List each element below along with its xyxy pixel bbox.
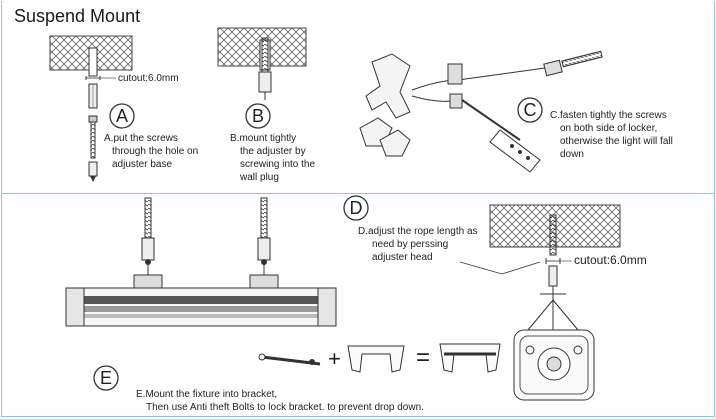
step-c-letter: C bbox=[523, 100, 537, 120]
equals-sign: = bbox=[416, 344, 431, 371]
step-b-illustration bbox=[217, 27, 307, 100]
step-c-marker bbox=[517, 97, 543, 123]
step-c-text-line4: down bbox=[560, 149, 584, 160]
step-d-text-line3: adjuster head bbox=[372, 252, 433, 263]
screw-head-a bbox=[88, 115, 98, 123]
bracket-part-e bbox=[347, 345, 405, 373]
drilled-hole-a bbox=[88, 47, 98, 77]
screw-c bbox=[561, 50, 603, 68]
adjuster-base-a bbox=[88, 161, 98, 177]
step-b-letter: B bbox=[251, 106, 264, 126]
step-b-text-line3: screwing into the bbox=[240, 159, 316, 170]
step-c-text-line2: on both side of locker, bbox=[560, 123, 658, 134]
step-markers bbox=[93, 97, 543, 391]
step-b-text-line2: the adjuster by bbox=[240, 146, 306, 157]
step-e-text-line1: E.Mount the fixture into bracket, bbox=[136, 389, 278, 400]
top-panel bbox=[1, 1, 715, 194]
step-d-text-line2: need by perssing bbox=[372, 239, 449, 250]
plus-sign-1: + bbox=[328, 346, 341, 371]
step-e-fixture bbox=[65, 197, 337, 327]
locker-c bbox=[447, 63, 463, 85]
bottom-panel bbox=[1, 194, 715, 417]
cutout-label-top: cutout:6.0mm bbox=[118, 73, 179, 84]
step-d-letter: D bbox=[349, 198, 363, 218]
step-b-text-line1: B.mount tightly bbox=[230, 133, 297, 144]
page-title: Suspend Mount bbox=[14, 6, 141, 26]
step-c-text-line3: otherwise the light will fall bbox=[560, 136, 673, 147]
screwdriver-handle-c bbox=[489, 129, 541, 173]
adjuster-b bbox=[258, 71, 272, 93]
step-e-assembly bbox=[258, 343, 501, 373]
step-b-marker bbox=[245, 103, 271, 129]
step-a-text-line3: adjuster base bbox=[112, 159, 173, 170]
bracket-right bbox=[249, 274, 279, 290]
cutout-label-bottom: cutout:6.0mm bbox=[574, 253, 647, 267]
step-d-marker bbox=[343, 195, 369, 221]
step-d-illustration bbox=[459, 204, 621, 401]
step-a-illustration bbox=[49, 35, 133, 182]
step-a-marker bbox=[109, 103, 135, 129]
rope-c bbox=[411, 67, 546, 91]
step-c-illustration bbox=[359, 50, 603, 173]
step-e-letter: E bbox=[99, 368, 112, 388]
step-e-text-line2: Then use Anti theft Bolts to lock bracke… bbox=[146, 402, 424, 413]
step-e-marker bbox=[93, 365, 119, 391]
step-a-text-line2: through the hole on bbox=[112, 146, 199, 157]
adjuster-d bbox=[548, 265, 558, 287]
step-b-text-line4: wall plug bbox=[240, 172, 279, 183]
step-a-text-line1: A.put the screws bbox=[104, 133, 178, 144]
screw-b bbox=[261, 37, 269, 75]
bracket-assembled-e bbox=[439, 343, 501, 373]
step-d-text-line1: D.adjust the rope length as bbox=[358, 226, 478, 237]
bracket-left bbox=[133, 274, 163, 290]
screw-shank-a bbox=[90, 121, 96, 159]
locker-bracket-c bbox=[365, 53, 411, 119]
step-a-letter: A bbox=[115, 106, 128, 126]
step-c-text-line1: C.fasten tightly the screws bbox=[550, 110, 667, 121]
